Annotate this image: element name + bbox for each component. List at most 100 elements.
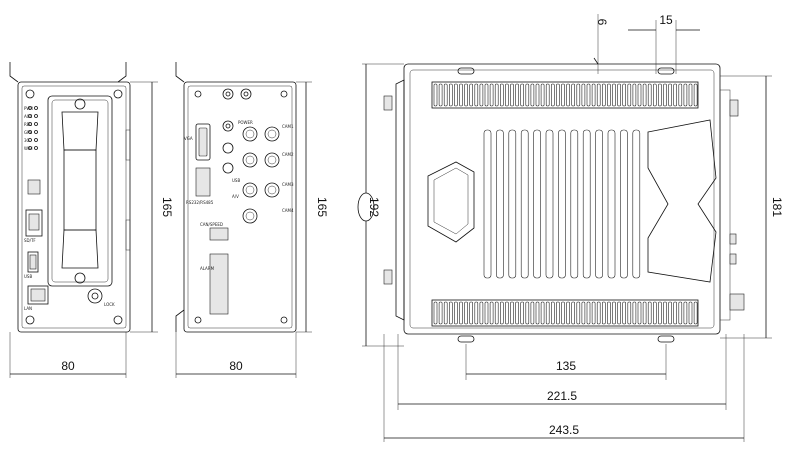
heatsink-fin — [550, 301, 555, 325]
heatsink-fin — [668, 83, 672, 107]
heatsink-fin — [469, 83, 474, 107]
heatsink-fin — [591, 83, 596, 107]
heatsink-fin — [530, 83, 535, 107]
heatsink-fin — [443, 301, 448, 325]
heatsink-fin — [545, 83, 550, 107]
lock-label: LOCK — [104, 302, 115, 307]
heatsink-fin — [454, 83, 458, 107]
mount-bolt — [383, 269, 393, 285]
heatsink-fin — [642, 301, 647, 325]
heatsink-fin — [448, 83, 453, 107]
lan-label: LAN — [24, 306, 32, 311]
screw-icon — [194, 316, 202, 324]
heatsink-fin — [571, 83, 576, 107]
heatsink-fin — [561, 83, 565, 107]
heatsink-fin — [673, 83, 678, 107]
usb-label: USB — [24, 274, 32, 279]
heatsink-fin — [622, 301, 627, 325]
connector-icon — [222, 162, 234, 174]
cam-label: CAM4 — [282, 208, 294, 213]
dimension-135: 135 — [556, 359, 576, 373]
right-rib — [647, 119, 717, 283]
heatsink-fin — [499, 301, 504, 325]
heatsink-fin — [540, 301, 545, 325]
heatsink-fin — [612, 83, 616, 107]
heatsink-fin — [550, 83, 555, 107]
dimension-rear-width: 80 — [229, 359, 243, 373]
vga-port — [195, 123, 211, 161]
key-lock-icon — [87, 288, 103, 304]
camera-connector-icon — [242, 182, 258, 198]
heatsink-fin — [510, 83, 514, 107]
led-label: ACC — [24, 114, 32, 119]
top-view: 192 181 6 15 135 221.5 243.5 — [357, 13, 784, 442]
heatsink-fin — [558, 129, 566, 279]
antenna-connector-icon — [222, 88, 234, 100]
cam-label: CAM1 — [282, 124, 294, 129]
screw-icon — [194, 90, 202, 98]
heatsink-fin — [459, 301, 463, 325]
heatsink-fin — [508, 129, 517, 279]
heatsink-fin — [489, 301, 494, 325]
heatsink-fin — [581, 83, 586, 107]
heatsink-fin — [464, 301, 468, 325]
power-label: POWER — [238, 120, 253, 125]
heatsink-fin — [617, 301, 621, 325]
heatsink-fin — [464, 83, 468, 107]
camera-connector-icon — [242, 152, 258, 168]
top-fin-row — [433, 83, 698, 107]
heatsink-fin — [505, 83, 509, 107]
heatsink-fin — [433, 83, 438, 107]
heatsink-fin — [535, 83, 540, 107]
heatsink-fin — [693, 301, 698, 325]
heatsink-fin — [561, 301, 565, 325]
heatsink-fin — [658, 301, 662, 325]
heatsink-fin — [438, 301, 443, 325]
heatsink-fin — [520, 129, 529, 279]
heatsink-fin — [459, 83, 463, 107]
lan-port — [27, 285, 49, 305]
heatsink-fin — [607, 83, 611, 107]
heatsink-fin — [570, 129, 579, 279]
heatsink-fin — [566, 83, 570, 107]
heatsink-fin — [596, 301, 601, 325]
heatsink-fin — [545, 301, 550, 325]
screw-icon — [280, 316, 288, 324]
caddy-screw-icon — [74, 98, 86, 110]
heatsink-fin — [582, 129, 591, 279]
dimension-6: 6 — [595, 19, 609, 26]
heatsink-fin — [479, 83, 484, 107]
bottom-fin-row — [433, 301, 698, 325]
dimension-rear-height: 165 — [315, 197, 329, 217]
led-indicators: PWR ACC REC GPS 3G WIFI — [24, 106, 38, 151]
heatsink-fin — [556, 83, 560, 107]
heatsink-fin — [494, 301, 499, 325]
mount-bolt — [383, 95, 393, 111]
power-connector-icon — [222, 120, 234, 132]
heatsink-fin — [632, 301, 637, 325]
heatsink-fin — [663, 301, 667, 325]
rs232-terminal — [195, 167, 211, 197]
heatsink-fin — [601, 301, 606, 325]
heatsink-fin — [525, 301, 530, 325]
heatsink-fin — [576, 83, 581, 107]
heatsink-fin — [663, 83, 667, 107]
center-fin-block — [483, 129, 641, 279]
sd-label: SD/TF — [24, 238, 36, 243]
camera-connector-icon — [264, 182, 280, 198]
heatsink-fin — [688, 83, 693, 107]
dimension-front-height: 165 — [160, 197, 174, 217]
heatsink-fin — [515, 83, 519, 107]
dimension-181: 181 — [770, 197, 784, 217]
heatsink-fin — [647, 83, 652, 107]
can-terminal — [209, 227, 229, 241]
heatsink-fin — [596, 83, 601, 107]
heatsink-fin — [535, 301, 540, 325]
heatsink-fin — [673, 301, 678, 325]
cam-label: CAM3 — [282, 182, 294, 187]
led-label: REC — [24, 122, 32, 127]
vga-label: VGA — [184, 136, 193, 141]
heatsink-fin — [678, 301, 683, 325]
rear-view: VGA POWER USB A/V CAM1 CAM2 CAM3 — [175, 62, 329, 378]
